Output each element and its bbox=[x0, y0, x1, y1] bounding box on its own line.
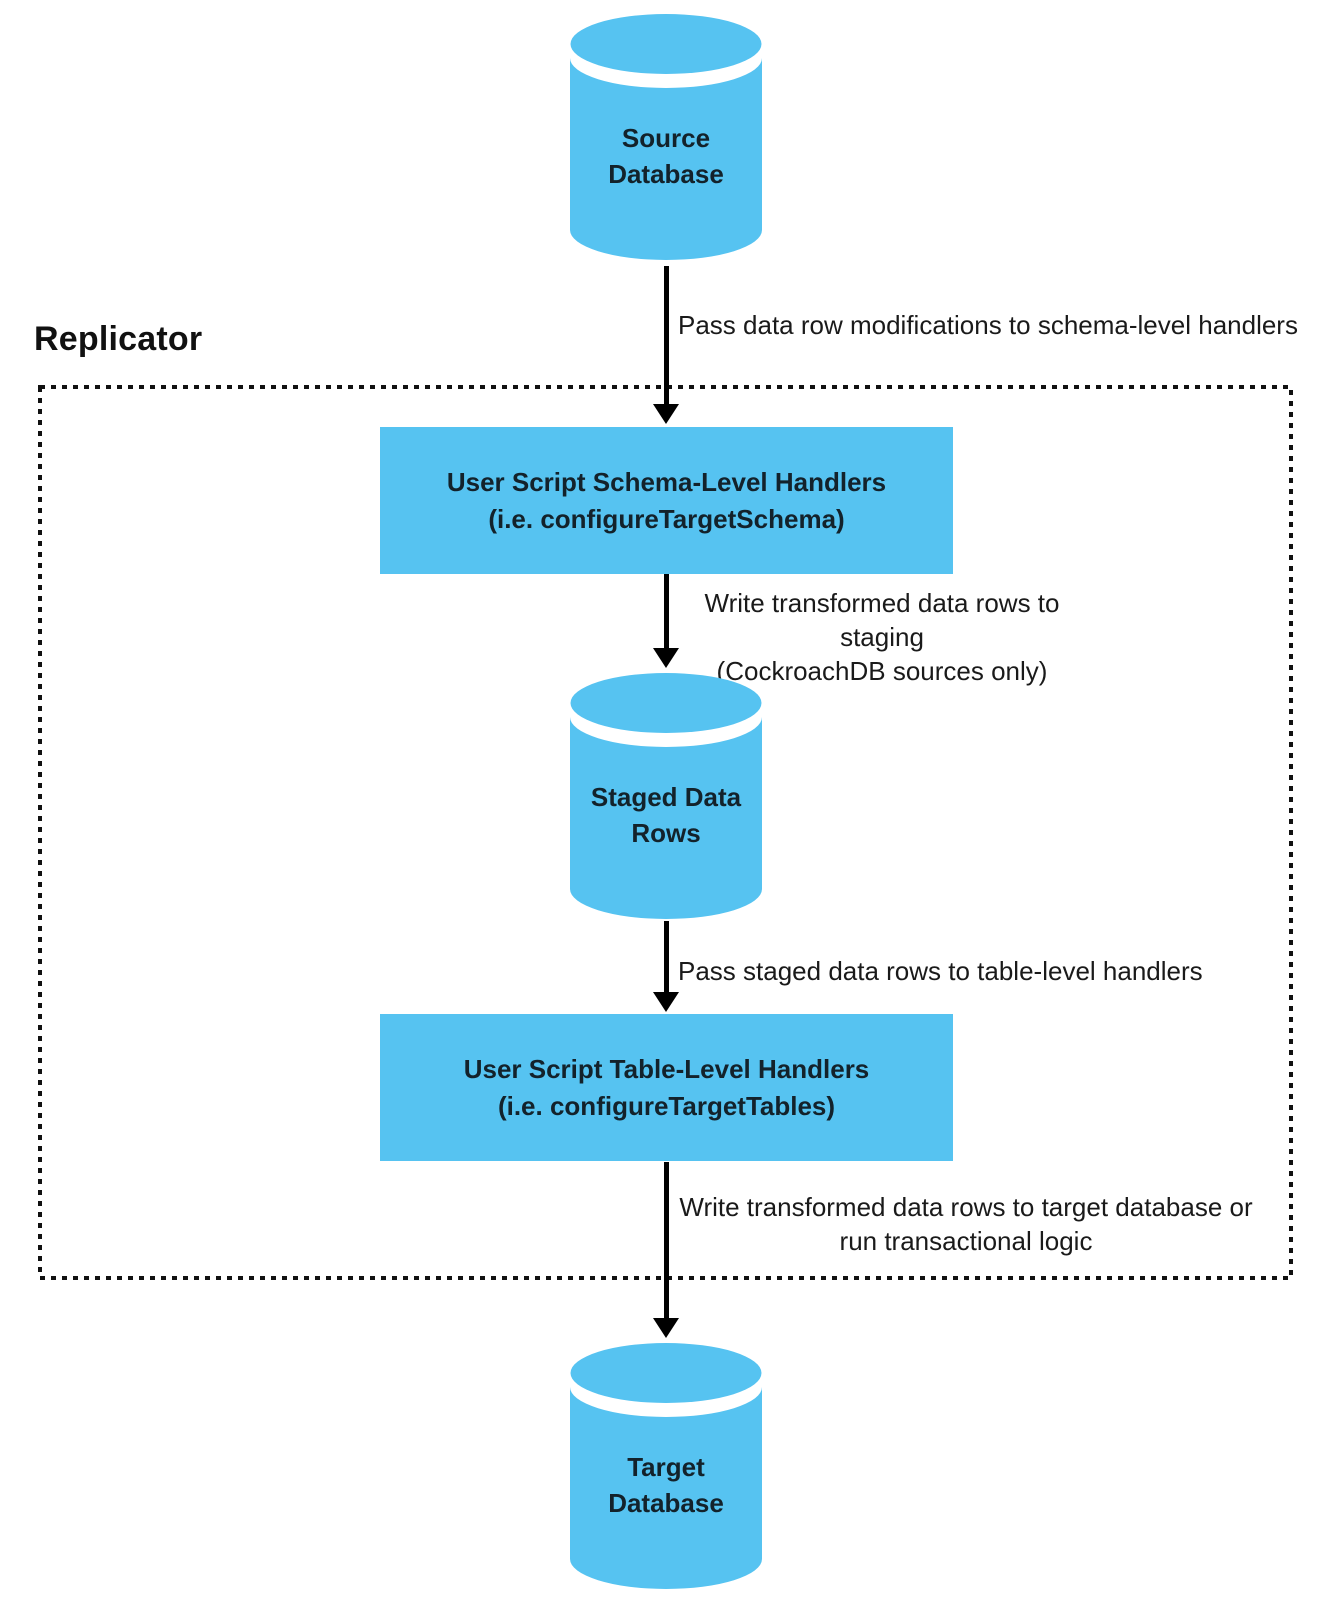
arrow-shaft bbox=[663, 1162, 669, 1318]
edge-label-line: Pass data row modifications to schema-le… bbox=[678, 310, 1298, 340]
node-label-line: (i.e. configureTargetSchema) bbox=[488, 503, 845, 534]
edge-label-table-to-target: Write transformed data rows to target da… bbox=[666, 1190, 1266, 1258]
node-label-line: User Script Table-Level Handlers bbox=[463, 1053, 870, 1084]
arrow-shaft bbox=[663, 574, 669, 648]
staged-data-rows-node: Staged Data Rows bbox=[570, 672, 762, 920]
node-label-line: Source bbox=[621, 123, 711, 153]
arrow-head-icon bbox=[653, 992, 679, 1012]
database-cylinder-icon bbox=[570, 1343, 762, 1589]
edge-label-line: Pass staged data rows to table-level han… bbox=[678, 956, 1203, 986]
edge-label-source-to-schema: Pass data row modifications to schema-le… bbox=[678, 306, 1298, 344]
edge-label-line: Write transformed data rows to target da… bbox=[679, 1192, 1253, 1222]
arrow-shaft bbox=[663, 266, 669, 404]
arrow-schema-handlers-to-staged-rows bbox=[653, 574, 679, 668]
node-label-line: Target bbox=[627, 1452, 705, 1482]
arrow-head-icon bbox=[653, 648, 679, 668]
edge-label-line: (CockroachDB sources only) bbox=[716, 656, 1048, 686]
arrow-source-to-schema-handlers bbox=[653, 266, 679, 424]
arrow-staged-rows-to-table-handlers bbox=[653, 921, 679, 1012]
edge-label-schema-to-staged: Write transformed data rows to staging (… bbox=[672, 586, 1092, 688]
arrow-head-icon bbox=[653, 404, 679, 424]
node-label-line: Database bbox=[608, 159, 724, 189]
target-database-label: Target Database bbox=[570, 1394, 762, 1576]
node-label-line: Staged Data bbox=[590, 782, 742, 812]
table-level-handlers-node: User Script Table-Level Handlers (i.e. c… bbox=[380, 1014, 953, 1161]
source-database-label: Source Database bbox=[570, 65, 762, 247]
node-label-line: Rows bbox=[631, 818, 701, 848]
schema-level-handlers-node: User Script Schema-Level Handlers (i.e. … bbox=[380, 427, 953, 574]
node-label-line: (i.e. configureTargetTables) bbox=[497, 1090, 836, 1121]
node-label-line: User Script Schema-Level Handlers bbox=[446, 466, 887, 497]
node-label-line: Database bbox=[608, 1488, 724, 1518]
arrow-shaft bbox=[663, 921, 669, 992]
target-database-node: Target Database bbox=[570, 1342, 762, 1590]
arrow-table-handlers-to-target bbox=[653, 1162, 679, 1338]
edge-label-line: run transactional logic bbox=[839, 1226, 1093, 1256]
database-cylinder-icon bbox=[570, 14, 762, 260]
edge-label-staged-to-table: Pass staged data rows to table-level han… bbox=[678, 952, 1203, 990]
source-database-node: Source Database bbox=[570, 13, 762, 261]
arrow-head-icon bbox=[653, 1318, 679, 1338]
replicator-region-title: Replicator bbox=[34, 320, 203, 358]
edge-label-line: Write transformed data rows to staging bbox=[704, 588, 1060, 652]
staged-data-rows-label: Staged Data Rows bbox=[570, 724, 762, 906]
database-cylinder-icon bbox=[570, 673, 762, 919]
